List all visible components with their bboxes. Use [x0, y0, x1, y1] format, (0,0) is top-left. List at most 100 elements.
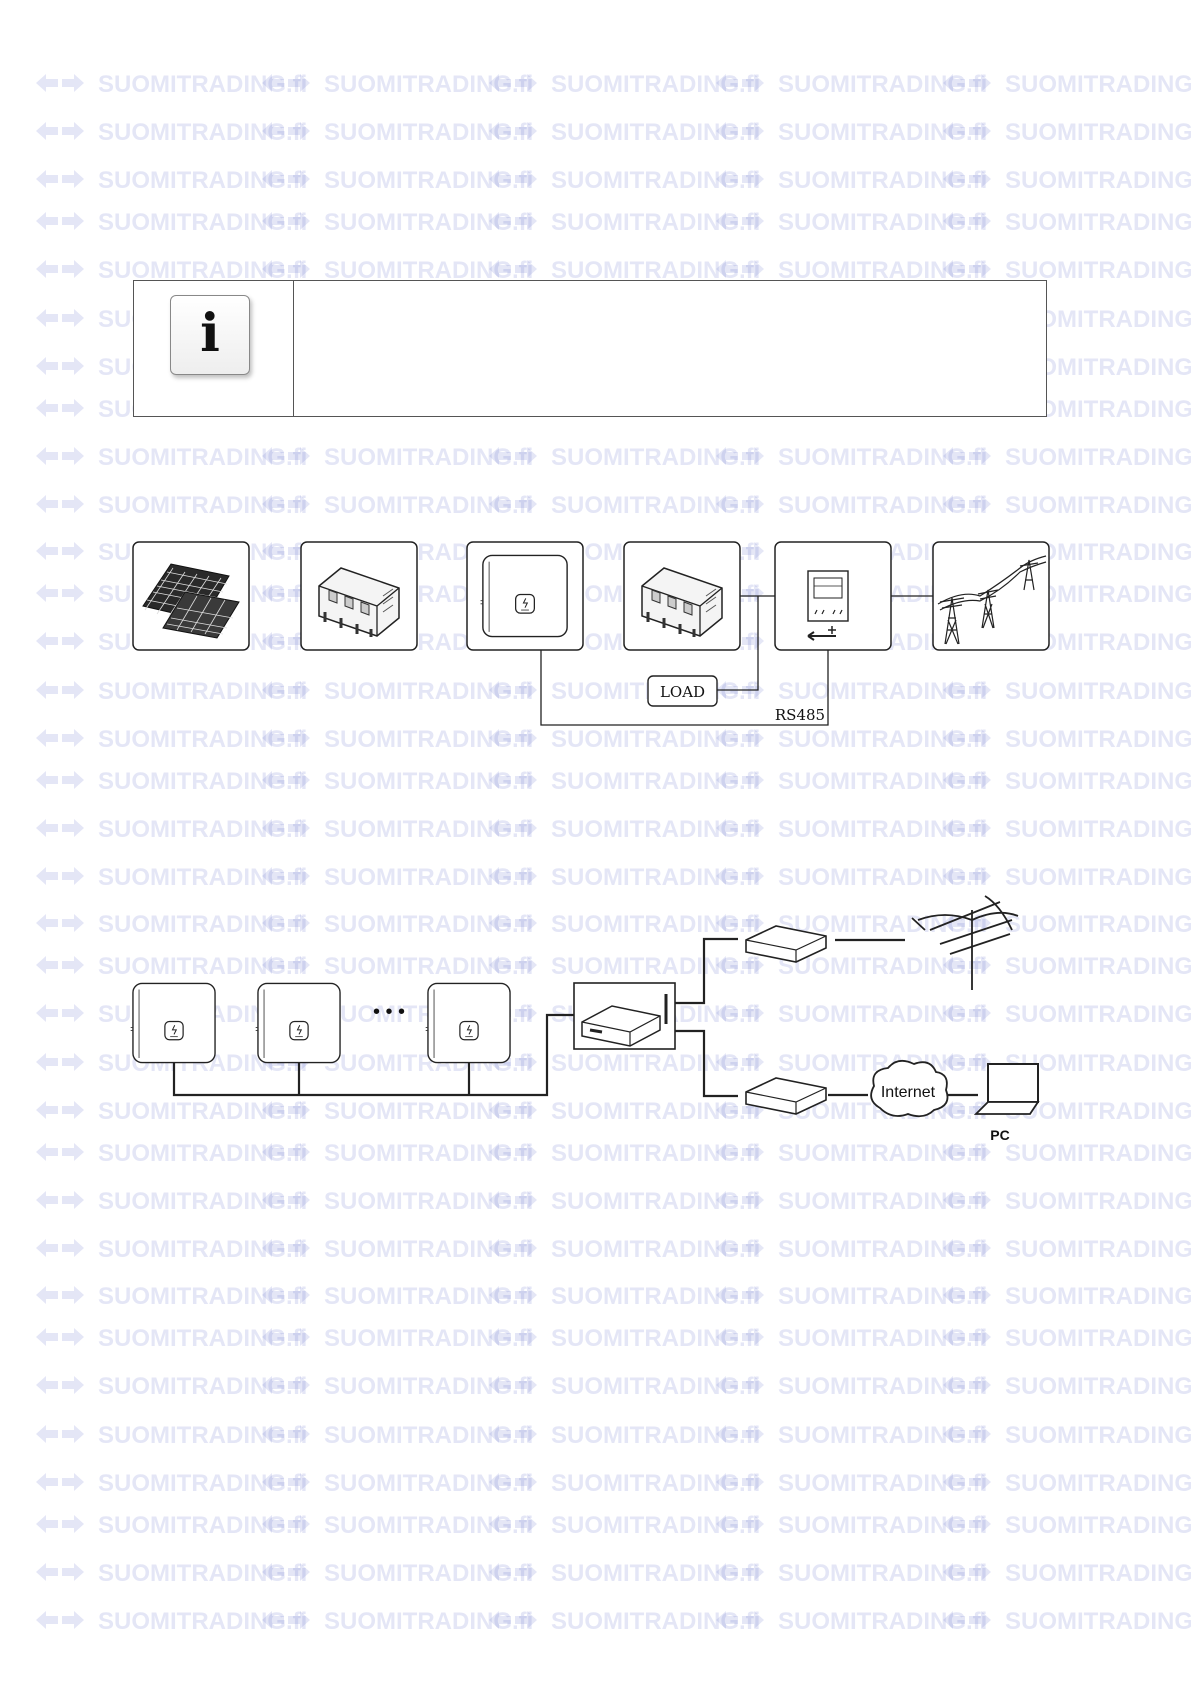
double-arrow-logo-icon	[716, 1143, 764, 1161]
watermark-tile: SUOMITRADING.fi	[943, 816, 1191, 843]
watermark-tile: SUOMITRADING.fi	[716, 1140, 987, 1167]
info-icon: i	[170, 295, 250, 375]
watermark-tile: SUOMITRADING.fi	[262, 1608, 533, 1635]
info-note-box: i	[133, 280, 1047, 417]
watermark-brand-text: SUOMITRADING.fi	[551, 1283, 760, 1310]
double-arrow-logo-icon	[489, 729, 537, 747]
watermark-brand-text: SUOMITRADING.fi	[551, 167, 760, 194]
double-arrow-logo-icon	[36, 1143, 84, 1161]
load-box	[647, 675, 718, 707]
watermark-tile: SUOMITRADING.fi	[489, 1512, 760, 1539]
double-arrow-logo-icon	[943, 1286, 991, 1304]
double-arrow-logo-icon	[943, 867, 991, 885]
double-arrow-logo-icon	[716, 956, 764, 974]
watermark-brand-text: SUOMITRADING.fi	[1005, 1140, 1191, 1167]
watermark-tile: SUOMITRADING.fi	[262, 1512, 533, 1539]
watermark-tile: SUOMITRADING.fi	[716, 864, 987, 891]
double-arrow-logo-icon	[262, 1101, 310, 1119]
double-arrow-logo-icon	[489, 1563, 537, 1581]
double-arrow-logo-icon	[36, 867, 84, 885]
double-arrow-logo-icon	[489, 495, 537, 513]
double-arrow-logo-icon	[489, 212, 537, 230]
watermark-tile: SUOMITRADING.fi	[262, 119, 533, 146]
watermark-brand-text: SUOMITRADING.fi	[98, 1283, 307, 1310]
watermark-tile: SUOMITRADING.fi	[36, 1325, 307, 1352]
watermark-brand-text: SUOMITRADING.fi	[1005, 209, 1191, 236]
double-arrow-logo-icon	[262, 1328, 310, 1346]
double-arrow-logo-icon	[36, 399, 84, 417]
double-arrow-logo-icon	[262, 1563, 310, 1581]
double-arrow-logo-icon	[36, 914, 84, 932]
watermark-brand-text: SUOMITRADING.fi	[551, 119, 760, 146]
watermark-brand-text: SUOMITRADING.fi	[778, 1188, 987, 1215]
double-arrow-logo-icon	[716, 170, 764, 188]
watermark-brand-text: SUOMITRADING.fi	[778, 1470, 987, 1497]
double-arrow-logo-icon	[262, 1425, 310, 1443]
double-arrow-logo-icon	[262, 914, 310, 932]
double-arrow-logo-icon	[36, 1053, 84, 1071]
watermark-tile: SUOMITRADING.fi	[262, 1188, 533, 1215]
watermark-brand-text: SUOMITRADING.fi	[1005, 119, 1191, 146]
watermark-brand-text: SUOMITRADING.fi	[98, 953, 307, 980]
double-arrow-logo-icon	[489, 1191, 537, 1209]
note-icon-cell: i	[134, 281, 294, 416]
watermark-tile: SUOMITRADING.fi	[262, 864, 533, 891]
watermark-brand-text: SUOMITRADING.fi	[778, 953, 987, 980]
watermark-tile: SUOMITRADING.fi	[262, 678, 533, 705]
watermark-tile: SUOMITRADING.fi	[262, 1373, 533, 1400]
watermark-brand-text: SUOMITRADING.fi	[98, 1325, 307, 1352]
double-arrow-logo-icon	[262, 1143, 310, 1161]
double-arrow-logo-icon	[716, 771, 764, 789]
double-arrow-logo-icon	[36, 1239, 84, 1257]
watermark-brand-text: SUOMITRADING.fi	[1005, 1512, 1191, 1539]
double-arrow-logo-icon	[262, 1191, 310, 1209]
double-arrow-logo-icon	[943, 819, 991, 837]
watermark-brand-text: SUOMITRADING.fi	[551, 1373, 760, 1400]
watermark-brand-text: SUOMITRADING.fi	[324, 1470, 533, 1497]
modem-icon	[745, 1077, 827, 1115]
double-arrow-logo-icon	[716, 74, 764, 92]
double-arrow-logo-icon	[943, 122, 991, 140]
double-arrow-logo-icon	[262, 170, 310, 188]
watermark-brand-text: SUOMITRADING.fi	[324, 1098, 533, 1125]
watermark-tile: SUOMITRADING.fi	[36, 492, 307, 519]
watermark-tile: SUOMITRADING.fi	[36, 1470, 307, 1497]
watermark-tile: SUOMITRADING.fi	[716, 726, 987, 753]
watermark-brand-text: SUOMITRADING.fi	[324, 768, 533, 795]
watermark-tile: SUOMITRADING.fi	[36, 678, 307, 705]
double-arrow-logo-icon	[262, 122, 310, 140]
watermark-brand-text: SUOMITRADING.fi	[98, 1560, 307, 1587]
watermark-tile: SUOMITRADING.fi	[943, 1236, 1191, 1263]
watermark-brand-text: SUOMITRADING.fi	[324, 911, 533, 938]
double-arrow-logo-icon	[262, 260, 310, 278]
double-arrow-logo-icon	[943, 729, 991, 747]
watermark-brand-text: SUOMITRADING.fi	[551, 1470, 760, 1497]
watermark-tile: SUOMITRADING.fi	[943, 726, 1191, 753]
watermark-brand-text: SUOMITRADING.fi	[98, 167, 307, 194]
double-arrow-logo-icon	[489, 681, 537, 699]
rs485-label: RS485	[775, 706, 825, 724]
watermark-tile: SUOMITRADING.fi	[36, 726, 307, 753]
double-arrow-logo-icon	[489, 1143, 537, 1161]
watermark-brand-text: SUOMITRADING.fi	[324, 1140, 533, 1167]
watermark-brand-text: SUOMITRADING.fi	[1005, 1560, 1191, 1587]
watermark-tile: SUOMITRADING.fi	[36, 953, 307, 980]
double-arrow-logo-icon	[262, 729, 310, 747]
watermark-brand-text: SUOMITRADING.fi	[1005, 816, 1191, 843]
double-arrow-logo-icon	[36, 447, 84, 465]
double-arrow-logo-icon	[943, 74, 991, 92]
watermark-brand-text: SUOMITRADING.fi	[324, 1325, 533, 1352]
watermark-brand-text: SUOMITRADING.fi	[98, 257, 307, 284]
load-label: LOAD	[660, 683, 705, 701]
watermark-brand-text: SUOMITRADING.fi	[98, 1140, 307, 1167]
watermark-tile: SUOMITRADING.fi	[716, 1001, 987, 1028]
double-arrow-logo-icon	[943, 956, 991, 974]
watermark-brand-text: SUOMITRADING.fi	[324, 492, 533, 519]
watermark-brand-text: SUOMITRADING.fi	[778, 816, 987, 843]
double-arrow-logo-icon	[716, 1376, 764, 1394]
double-arrow-logo-icon	[716, 1004, 764, 1022]
double-arrow-logo-icon	[36, 212, 84, 230]
watermark-brand-text: SUOMITRADING.fi	[98, 1188, 307, 1215]
watermark-tile: SUOMITRADING.fi	[36, 1373, 307, 1400]
